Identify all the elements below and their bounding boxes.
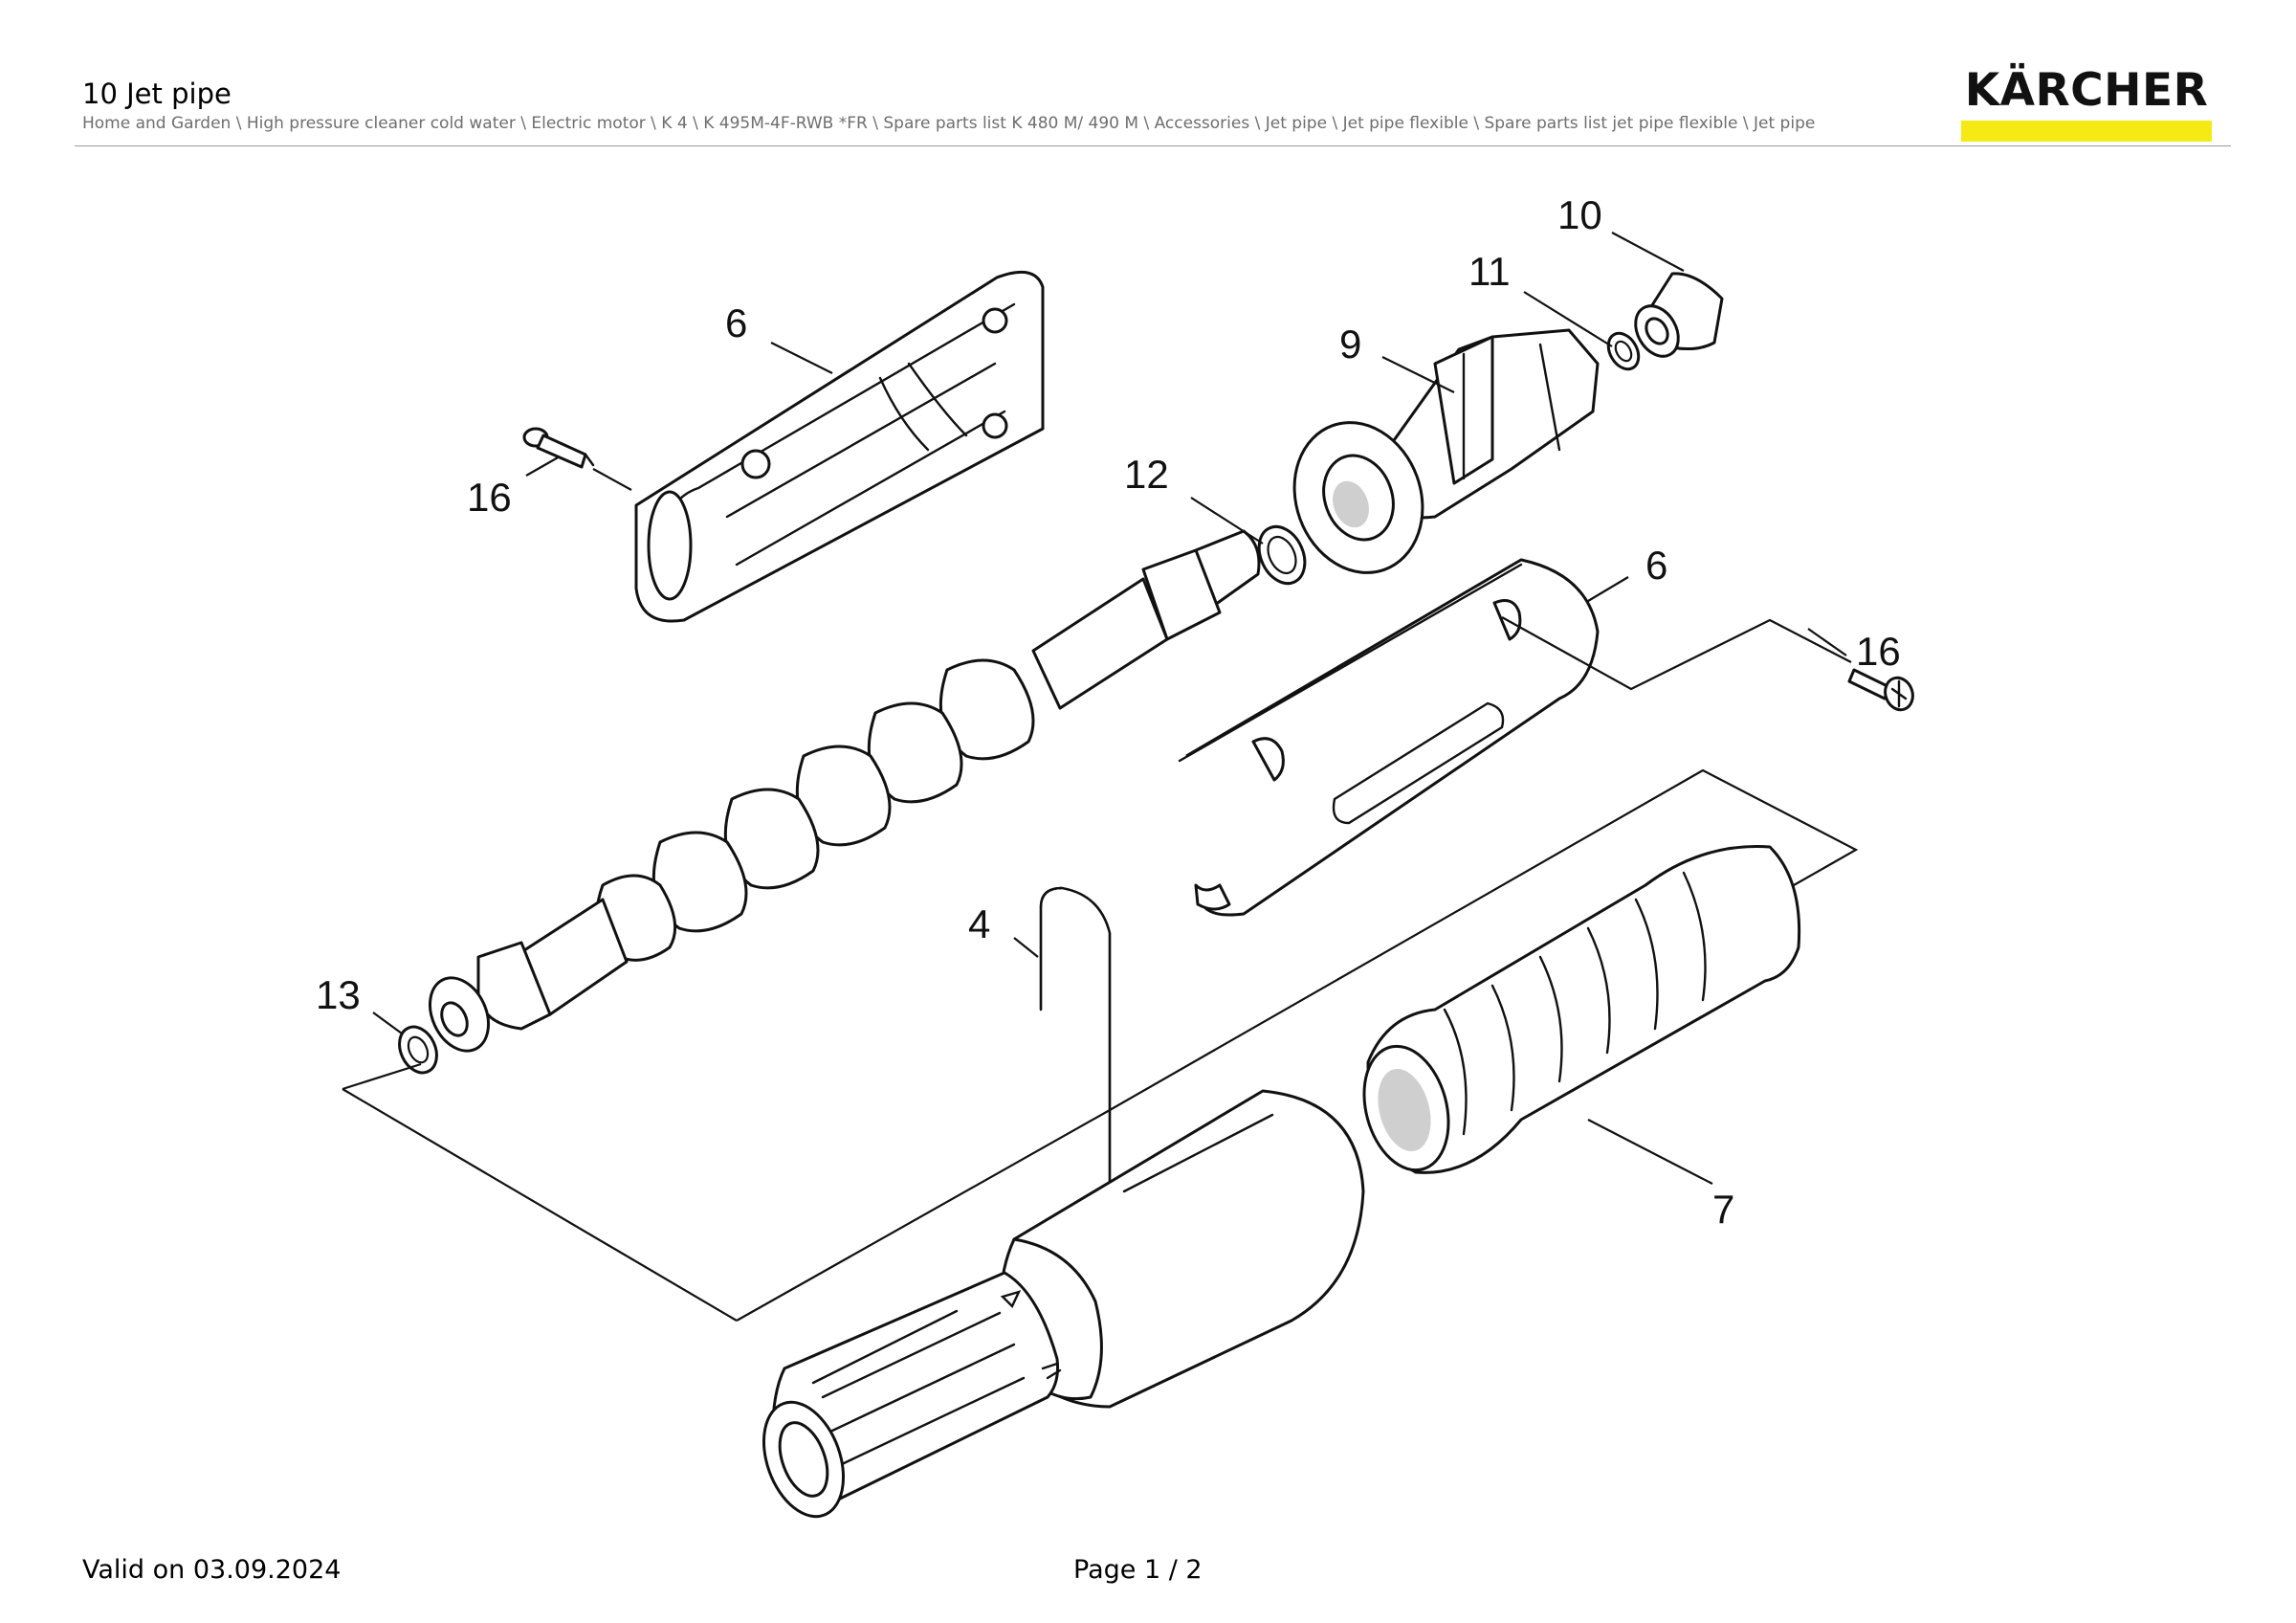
part-7-bellows xyxy=(1362,845,1801,1174)
breadcrumb: Home and Garden \ High pressure cleaner … xyxy=(82,114,1816,133)
part-9-connector-body xyxy=(1292,328,1600,574)
flexible-pipe-core xyxy=(429,529,1261,1053)
part-4-pin xyxy=(1039,886,1112,1251)
callout-11: 11 xyxy=(1468,249,1511,294)
part-16-screw-right xyxy=(1847,668,1914,712)
part-13-o-ring xyxy=(398,1025,438,1075)
callout-12: 12 xyxy=(1124,452,1169,497)
leader-lines xyxy=(342,232,1859,1322)
valid-date: Valid on 03.09.2024 xyxy=(82,1555,342,1585)
logo-text: KÄRCHER xyxy=(1964,64,2209,117)
part-6-housing-half-lower xyxy=(1178,558,1600,917)
callout-9: 9 xyxy=(1339,322,1361,367)
callout-6-upper: 6 xyxy=(725,300,747,345)
callout-16-right: 16 xyxy=(1856,629,1901,674)
part-6-housing-half-upper xyxy=(634,270,1045,623)
callout-4: 4 xyxy=(968,901,990,946)
part-12-o-ring xyxy=(1257,524,1307,586)
header-divider xyxy=(75,145,2231,146)
callout-10: 10 xyxy=(1557,192,1602,237)
part-11-o-ring xyxy=(1606,331,1641,371)
jet-pipe-handle xyxy=(762,1089,1365,1519)
part-16-screw-upper xyxy=(522,427,595,469)
callout-6-lower: 6 xyxy=(1645,543,1667,588)
page-title: 10 Jet pipe xyxy=(82,78,232,110)
part-10-nozzle-cap xyxy=(1634,272,1724,358)
page-number: Page 1 / 2 xyxy=(1073,1555,1203,1585)
callout-7: 7 xyxy=(1712,1187,1734,1232)
logo-yellow-bar xyxy=(1961,121,2212,142)
brand-logo: KÄRCHER xyxy=(1961,67,2212,142)
callout-16-upper: 16 xyxy=(467,475,512,520)
callout-13: 13 xyxy=(316,972,361,1017)
